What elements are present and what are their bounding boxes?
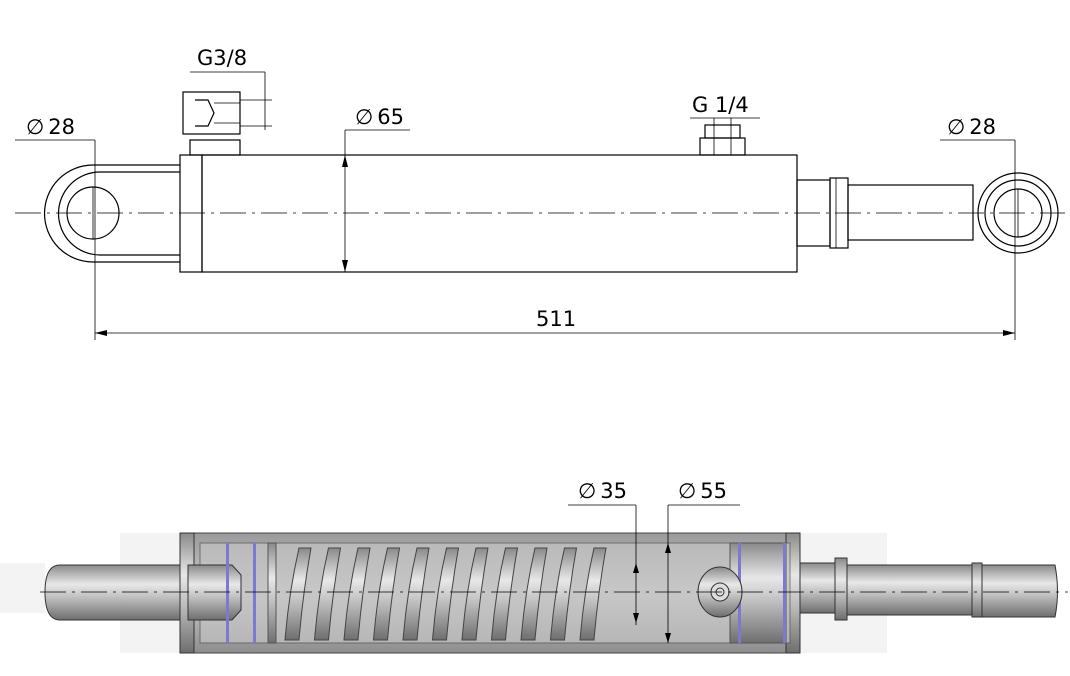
dimension-port-left: G3/8 <box>190 46 272 130</box>
barrel-diameter: 65 <box>377 105 404 129</box>
piston-rod <box>847 184 974 241</box>
spring <box>284 547 607 641</box>
spring-coil <box>490 547 519 641</box>
right-rod-end <box>981 564 1058 618</box>
spring-coil <box>431 547 460 641</box>
svg-text:∅28: ∅28 <box>26 115 75 139</box>
spring-coil <box>313 547 342 641</box>
left-eye-diameter: 28 <box>48 115 75 139</box>
dimension-barrel: ∅65 <box>342 105 410 272</box>
port-fitting-right <box>699 124 746 156</box>
nut <box>187 564 242 621</box>
port-fitting-left <box>182 91 241 156</box>
left-rod-end <box>44 564 181 621</box>
spring-coil <box>284 547 312 641</box>
dimension-rod: ∅35 <box>568 479 639 625</box>
svg-text:∅35: ∅35 <box>578 479 627 503</box>
diameter-symbol: ∅ <box>678 479 696 503</box>
cylinder-cap <box>179 154 203 273</box>
dimension-bore: ∅55 <box>665 479 740 643</box>
spring-coil <box>343 547 371 641</box>
spring-coil <box>520 547 548 641</box>
spring-coil <box>549 547 578 641</box>
diameter-symbol: ∅ <box>947 115 965 139</box>
left-eye <box>43 164 180 263</box>
spring-coil <box>402 547 430 641</box>
section-rod <box>846 564 973 616</box>
dimension-overall-length: 511 <box>94 140 1016 340</box>
rod-diameter: 35 <box>600 479 627 503</box>
seal <box>253 543 256 643</box>
diameter-symbol: ∅ <box>355 105 373 129</box>
diameter-symbol: ∅ <box>578 479 596 503</box>
port-right-label: G 1/4 <box>692 93 749 117</box>
spring-coil <box>461 547 489 641</box>
diameter-symbol: ∅ <box>26 115 44 139</box>
dimension-right-eye: ∅28 <box>940 115 1019 237</box>
length-label: 511 <box>536 307 576 331</box>
dimension-port-right: G 1/4 <box>690 93 760 126</box>
spring-coil <box>372 547 401 641</box>
bore-diameter: 55 <box>700 479 727 503</box>
seal <box>226 543 229 643</box>
dimension-left-eye: ∅28 <box>15 115 95 239</box>
cylinder-barrel <box>201 154 798 273</box>
port-left-label: G3/8 <box>197 46 247 70</box>
svg-text:∅28: ∅28 <box>947 115 996 139</box>
right-eye-diameter: 28 <box>969 115 996 139</box>
svg-text:∅65: ∅65 <box>355 105 404 129</box>
svg-text:∅55: ∅55 <box>678 479 727 503</box>
top-view: 511 ∅28 ∅28 ∅65 G3/8 G 1/4 <box>15 46 1065 340</box>
seal <box>783 543 786 643</box>
section-view: ∅35 ∅55 <box>0 479 1068 654</box>
spring-coil <box>579 547 607 641</box>
